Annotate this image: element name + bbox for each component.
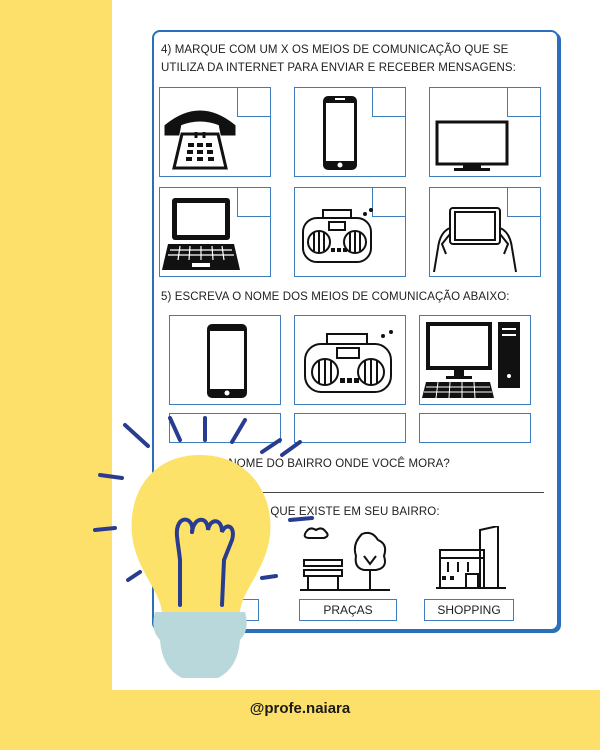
square-park-icon (300, 527, 390, 591)
tablet-icon (433, 207, 517, 273)
smartphone-icon (323, 96, 357, 170)
q4-checkbox-laptop[interactable] (237, 187, 271, 217)
q4-laptop-cell (159, 187, 271, 277)
q4-checkbox-telephone[interactable] (237, 87, 271, 117)
question-4-line-1: 4) MARQUE COM UM X OS MEIOS DE COMUNICAÇ… (161, 44, 509, 56)
q7-label-box-1: A (199, 599, 259, 621)
q4-checkbox-tablet[interactable] (507, 187, 541, 217)
laptop-icon (162, 198, 240, 270)
question-7-partial: O QUE EXISTE EM SEU BAIRRO: (258, 506, 440, 518)
left-yellow-band (0, 0, 112, 690)
author-handle: @profe.naiara (249, 700, 351, 717)
q4-checkbox-radio[interactable] (372, 187, 406, 217)
q7-label-box-2: PRAÇAS (299, 599, 397, 621)
worksheet: 4) MARQUE COM UM X OS MEIOS DE COMUNICAÇ… (152, 30, 559, 631)
question-5: 5) ESCREVA O NOME DOS MEIOS DE COMUNICAÇ… (161, 291, 510, 303)
q5-answer-box-1[interactable] (169, 413, 281, 443)
q5-smartphone-cell (169, 315, 281, 405)
smartphone-icon (207, 324, 247, 398)
question-6-partial: O NOME DO BAIRRO ONDE VOCÊ MORA? (216, 458, 450, 470)
telephone-icon (164, 110, 236, 170)
shopping-mall-icon (436, 526, 506, 589)
q5-radio-cell (294, 315, 406, 405)
q4-radio-cell (294, 187, 406, 277)
question-4-line-2: UTILIZA DA INTERNET PARA ENVIAR E RECEBE… (161, 62, 516, 74)
q5-answer-box-2[interactable] (294, 413, 406, 443)
q4-smartphone-cell (294, 87, 406, 177)
footer-band (0, 690, 600, 750)
desktop-computer-icon (422, 322, 520, 399)
q4-telephone-cell (159, 87, 271, 177)
q5-answer-box-3[interactable] (419, 413, 531, 443)
radio-icon (302, 208, 373, 263)
q4-television-cell (429, 87, 541, 177)
q7-label-box-3: SHOPPING (424, 599, 514, 621)
radio-icon (304, 330, 393, 393)
q4-checkbox-smartphone[interactable] (372, 87, 406, 117)
q5-computer-cell (419, 315, 531, 405)
television-icon (435, 120, 509, 171)
q6-answer-line[interactable] (164, 492, 544, 493)
q4-tablet-cell (429, 187, 541, 277)
q4-checkbox-television[interactable] (507, 87, 541, 117)
